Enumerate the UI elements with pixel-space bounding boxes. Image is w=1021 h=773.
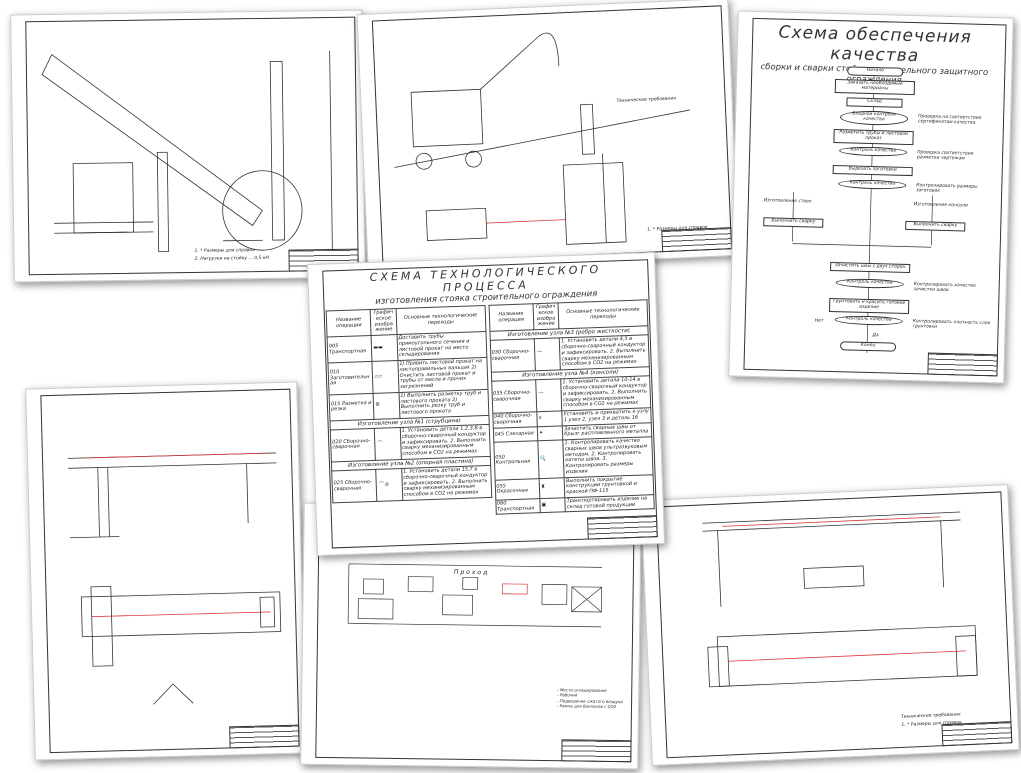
aisle-label: Проход [453, 568, 490, 577]
col-header: Графическое изображение [370, 308, 397, 336]
text-cell: 045 [494, 430, 505, 438]
note: 1. * Размеры для справок [194, 248, 256, 254]
flow-order: Заказать необходимые материалы [834, 79, 916, 95]
flow-note: Контролировать размеры заготовок [916, 183, 978, 194]
text-cell: Окрасочная [496, 487, 528, 495]
note: 2. Нагрузки на стойку ... 0,5 кН [194, 255, 269, 262]
text-cell: Транспортировать изделие на склад готово… [565, 494, 655, 513]
flow-note: Контролировать плотность слоя грунтовки [912, 319, 991, 330]
text-cell: 1) Править листовой прокат на листоправи… [397, 357, 488, 393]
flow-end: Конец [839, 341, 897, 352]
fence-frame-drawing [67, 452, 282, 705]
legend-item: - Рампа для баллонов с CO2 [556, 703, 617, 710]
text-cell: Название операции [488, 303, 534, 332]
stand-drawing [41, 50, 333, 253]
flow-note: Контролировать качество зачистки швов [913, 282, 976, 294]
flow-note: Проверка соответствия разметки чертежам [916, 150, 974, 162]
text-cell: Основные технологические переходы [558, 299, 648, 329]
col-header: Название операции [326, 309, 372, 338]
flow-mark: Разметить трубы и листовой прокат [833, 129, 914, 145]
title-block [661, 227, 733, 253]
drawing-sheet-fence-assembly[interactable]: Технические требования 1. * Размеры для … [640, 484, 1020, 766]
title-block [229, 724, 300, 749]
text-cell: Транспортная [497, 505, 535, 513]
process-scheme-sheet[interactable]: СХЕМА ТЕХНОЛОГИЧЕСКОГО ПРОЦЕССА изготовл… [307, 252, 665, 557]
flow-start: Начало [847, 66, 904, 77]
text-cell: Заготовительная [329, 373, 370, 387]
flow-store: Склад [846, 97, 903, 108]
title-block [927, 352, 998, 377]
text-cell: 1. Контролировать качество сварных швов … [563, 436, 654, 478]
drawing-sheet-stand-assembly[interactable]: 1. * Размеры для справок 2. Нагрузки на … [10, 9, 366, 283]
text-cell: 1. Установить детали 4,5 в сборочно-свар… [559, 335, 650, 370]
table-row: 025 Сборочно-сварочная⌒ ◎1. Установить д… [331, 465, 492, 503]
quality-assurance-flowchart-sheet[interactable]: Схема обеспечения качества сборки и свар… [728, 10, 1014, 384]
flow-paint: Грунтовать и красить готовое изделие [828, 297, 910, 314]
flow-yes-label: Да [872, 333, 879, 339]
flow-weld: Выполнить сварку [905, 220, 966, 232]
text-cell: Транспортная [328, 347, 367, 355]
legend: - Место складирования - Рабочий - Подвед… [557, 687, 623, 709]
col-header: Основные технологические переходы [395, 305, 486, 335]
fence-assembly-drawing [702, 511, 978, 688]
title-block [561, 739, 632, 763]
flow-note: Проверка на соответствие сертификатам ка… [917, 114, 982, 126]
text-cell: Графическое изображение [532, 302, 560, 330]
title-block [941, 721, 1013, 747]
text-cell: 1) Выполнить разметку труб и листового п… [398, 389, 489, 419]
drawing-sheet-fence-frame[interactable] [25, 381, 307, 761]
text-cell: 1. Установить детали 1,2,3,8 в сборочно-… [399, 424, 490, 460]
flow-no-label: Нет [814, 318, 824, 324]
text-cell: Слесарная [505, 429, 534, 437]
drawing-sheet-welding-station[interactable]: Технические требования 1. * Размеры для … [356, 0, 740, 272]
title-block [587, 515, 658, 540]
text-cell: Контрольная [495, 458, 531, 467]
text-cell: 1. Установить детали 15,7 в сборочно-сва… [401, 465, 492, 501]
text-cell: Доставить трубы прямоугольного сечения и… [396, 331, 487, 361]
flowchart-connectors [792, 72, 933, 353]
welding-station-drawing [394, 32, 691, 245]
flow-weld: Выполнить сварку [763, 217, 824, 228]
text-cell: 1. Установить детали 10-14 в сборочно-св… [560, 376, 651, 411]
table-row: 050 Контрольная🔍1. Контролировать качест… [493, 436, 654, 480]
